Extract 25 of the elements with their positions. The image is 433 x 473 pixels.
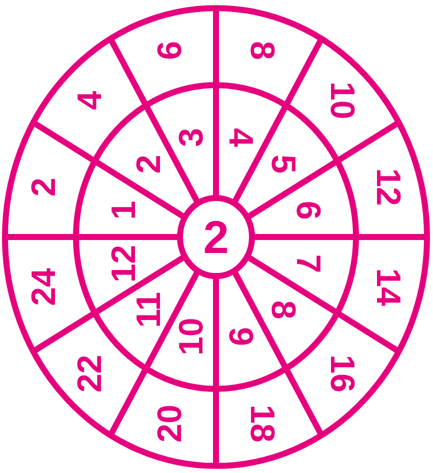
number-label: 22 [71, 354, 110, 392]
number-label: 11 [130, 292, 168, 328]
number-label: 7 [288, 254, 327, 274]
number-label: 2 [130, 154, 168, 174]
number-label: 18 [243, 404, 282, 442]
number-label: 20 [150, 404, 189, 442]
number-label: 6 [150, 41, 189, 60]
number-label: 4 [71, 90, 110, 110]
number-label: 4 [222, 128, 260, 147]
number-label: 2 [203, 211, 229, 263]
number-label: 2 [25, 178, 64, 196]
number-label: 6 [288, 200, 327, 220]
number-label: 10 [322, 82, 361, 120]
number-label: 16 [322, 354, 361, 392]
number-label: 3 [172, 128, 210, 147]
number-label: 10 [172, 318, 210, 356]
number-label: 12 [368, 168, 407, 206]
number-label: 24 [25, 268, 64, 306]
number-label: 14 [368, 268, 407, 306]
number-label: 8 [243, 41, 282, 60]
number-label: 12 [105, 244, 144, 283]
number-label: 1 [105, 200, 144, 220]
number-label: 5 [264, 154, 302, 174]
number-label: 8 [264, 300, 302, 320]
number-label: 9 [222, 327, 260, 346]
